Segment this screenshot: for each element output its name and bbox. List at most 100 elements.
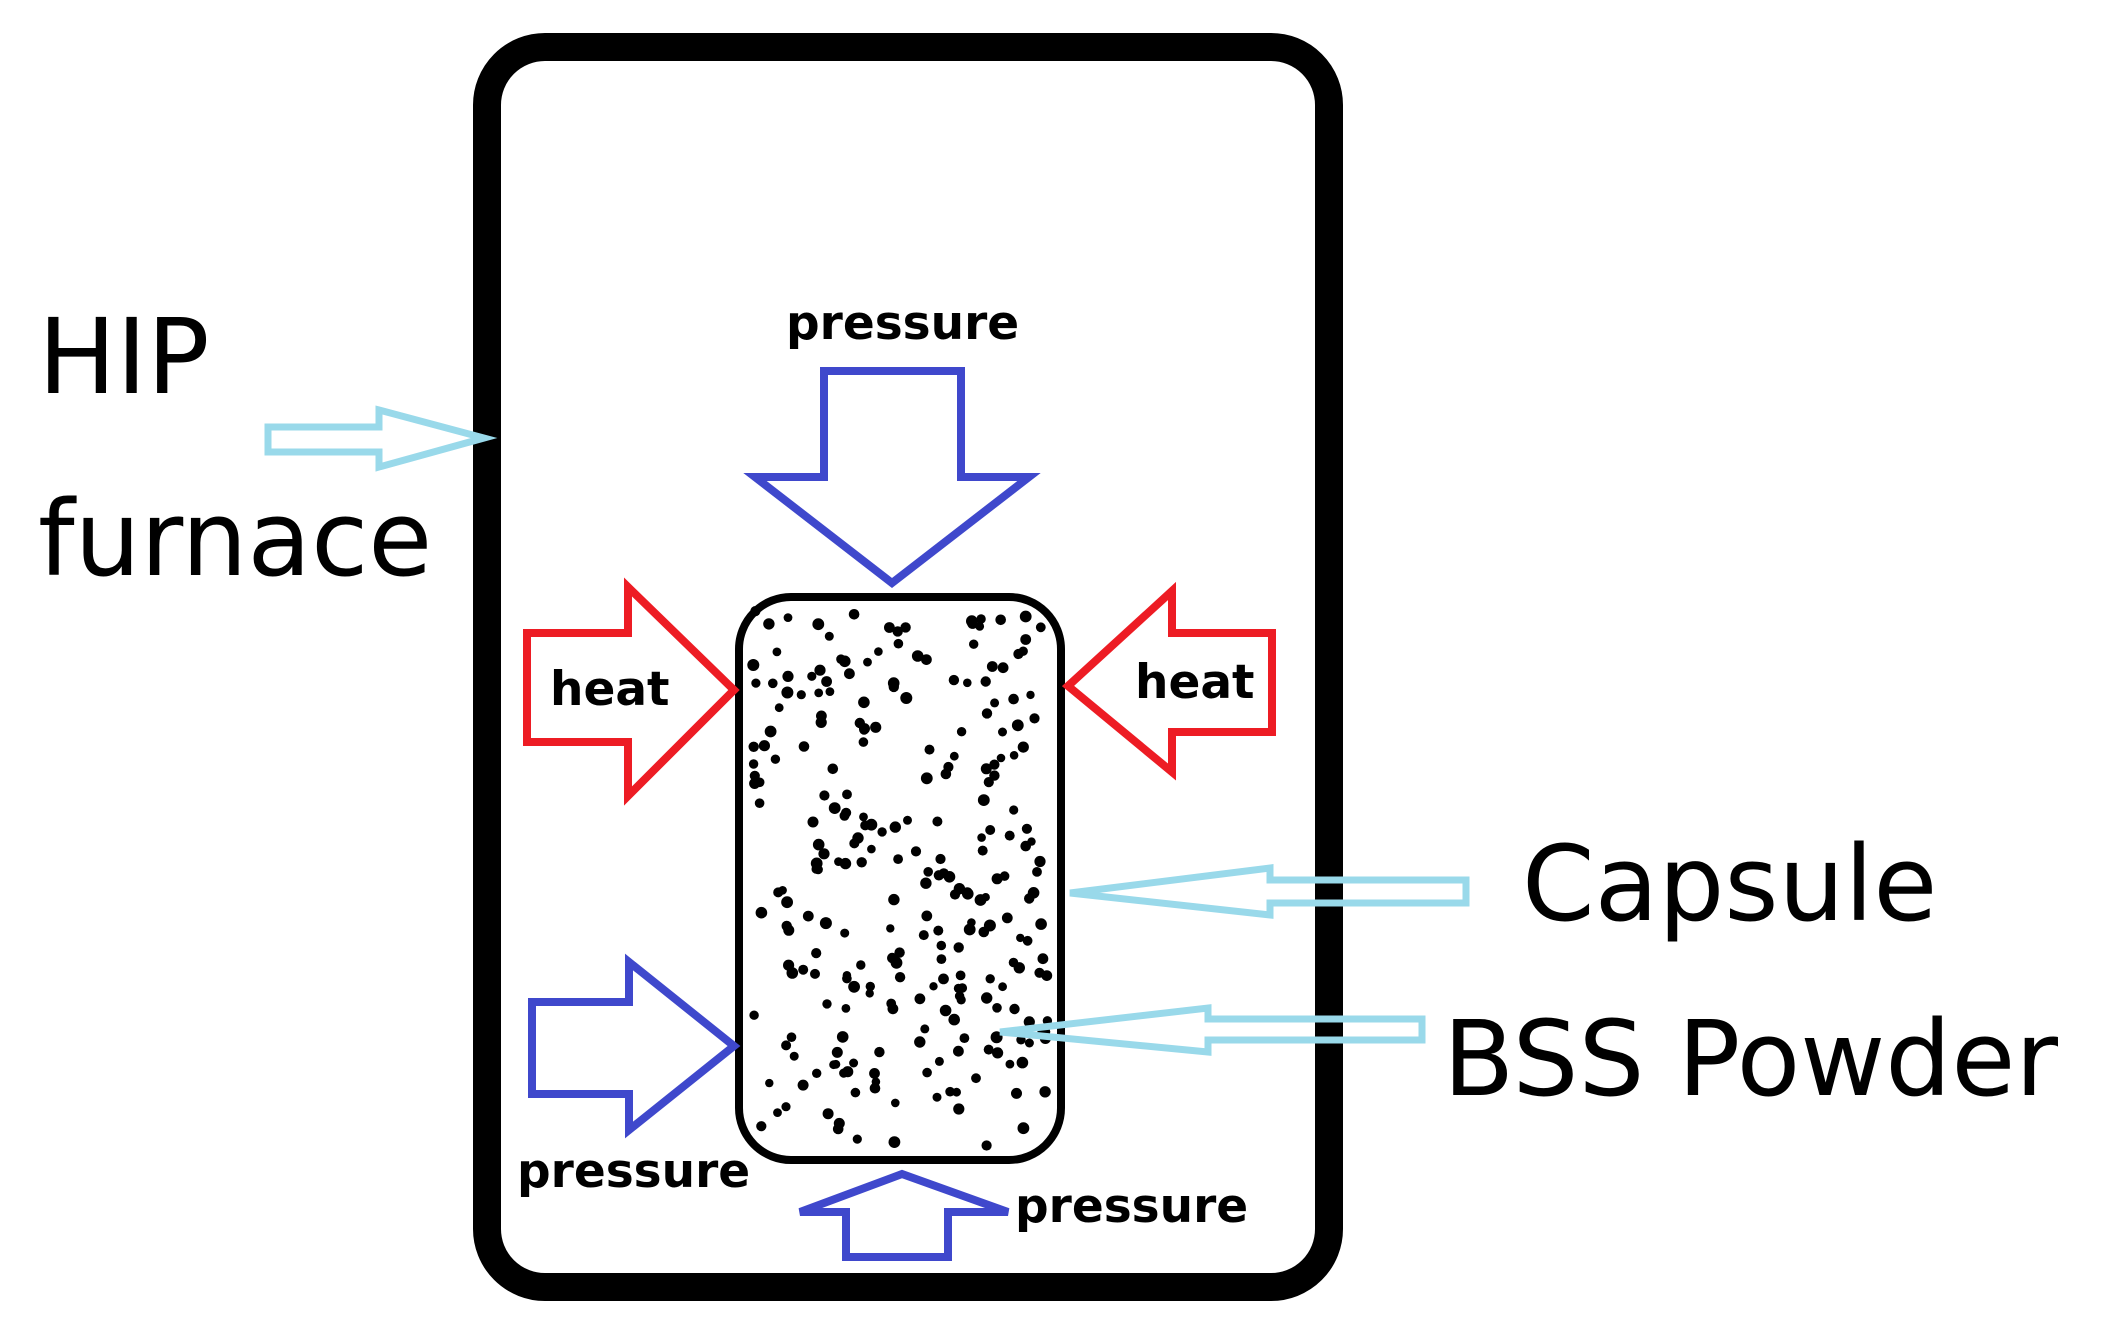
powder-particle [783,613,793,622]
powder-particle [768,678,778,689]
pointer-arrow-bss-powder [999,1004,1426,1056]
powder-particle [922,1067,932,1078]
powder-particle [858,737,869,747]
powder-particle [812,838,825,851]
powder-particle [1020,634,1032,645]
powder-particle [856,960,866,970]
powder-particle [1026,690,1035,700]
powder-particle [888,1136,901,1148]
powder-particle [893,854,903,864]
powder-particle [893,638,904,649]
powder-particle [863,657,872,667]
powder-particle [802,910,814,922]
powder-particle [956,727,967,737]
powder-particle [945,1086,955,1097]
powder-particle [751,678,761,688]
powder-particle [1008,693,1019,705]
powder-particle [887,1003,899,1015]
powder-particle [962,888,974,900]
powder-particle [856,857,867,868]
powder-particle [1034,855,1046,868]
powder-particle [814,664,826,676]
powder-particle [749,1010,759,1020]
powder-particle [933,870,945,881]
powder-particle [1016,1056,1029,1069]
powder-particle [936,940,947,951]
powder-particle [891,1098,900,1108]
powder-particle [981,1140,992,1151]
powder-particle [924,744,935,755]
powder-particle [1009,1003,1020,1015]
powder-particle [955,970,966,981]
powder-particle [754,798,765,808]
powder-particle [971,1073,981,1084]
powder-particle [977,845,988,856]
powder-particle [834,857,843,866]
powder-particle [870,721,882,733]
powder-particle [1035,918,1047,930]
powder-particle [923,867,933,877]
powder-particle [1019,610,1032,623]
powder-particle [948,1013,960,1026]
powder-particle [963,678,972,688]
powder-particle [995,614,1006,626]
powder-particle [758,740,771,752]
label-pressure-bottom: pressure [1015,1179,1248,1234]
powder-particle [781,1040,792,1051]
powder-particle [969,639,979,649]
powder-particle [813,864,823,875]
powder-particle [749,770,760,781]
powder-particle [774,703,784,713]
powder-particle [770,754,781,764]
powder-particle [1039,1086,1051,1098]
powder-particle [1009,751,1019,760]
powder-particle [849,1058,859,1068]
powder-particle [772,647,782,657]
powder-particle [763,618,775,630]
powder-particle [811,948,822,959]
powder-particle [841,1004,851,1013]
powder-particle [884,622,895,633]
powder-particle [910,846,922,857]
powder-particle [981,708,993,719]
label-heat-left: heat [550,662,670,717]
powder-particle [914,1036,926,1048]
pointer-arrow-hip-furnace [264,405,498,472]
powder-particle [848,980,860,993]
powder-particle [874,647,883,656]
powder-particle [983,919,996,932]
powder-particle [939,1004,952,1017]
powder-particle [966,615,978,627]
pressure-arrow-left [528,953,741,1139]
powder-particle [998,727,1007,737]
label-capsule: Capsule [1522,823,1937,945]
label-hip: HIP [38,296,210,418]
powder-particle [842,789,852,800]
powder-particle [789,1051,799,1061]
pressure-arrow-top [743,367,1041,589]
powder-particle [831,1046,843,1058]
powder-particle [997,662,1009,674]
powder-particle [894,947,905,958]
powder-particle [867,844,876,854]
powder-particle [1034,967,1045,978]
powder-particle [836,654,846,664]
powder-particle [889,821,901,833]
hip-furnace-vessel [473,33,1343,1301]
powder-particle [1035,622,1046,633]
powder-particle [956,995,966,1005]
powder-particle [1020,840,1031,852]
powder-particle [810,968,820,979]
powder-particle [822,1108,834,1120]
powder-particle [781,896,793,909]
powder-particle [858,696,870,709]
powder-particle [798,964,809,975]
powder-particle [824,631,834,641]
bss-powder-particles [747,606,1053,1151]
powder-particle [844,668,855,680]
powder-particle [888,893,900,906]
powder-particle [812,618,825,631]
powder-particle [953,942,964,953]
powder-particle [869,1082,881,1094]
powder-particle [1004,830,1015,841]
